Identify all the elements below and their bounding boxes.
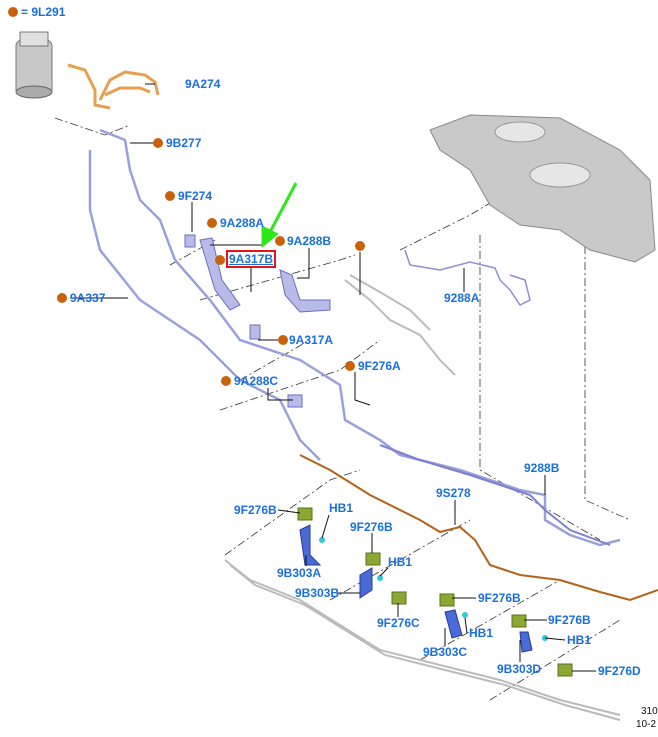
label-9F276A[interactable]: 9F276A bbox=[358, 359, 401, 373]
label-9288A[interactable]: 9288A bbox=[444, 291, 480, 305]
pipe-9A274 bbox=[67, 63, 160, 110]
label-9A317A[interactable]: 9A317A bbox=[289, 333, 334, 347]
brackets bbox=[184, 234, 331, 408]
label-9A288C[interactable]: 9A288C bbox=[234, 374, 279, 388]
label-9B277[interactable]: 9B277 bbox=[166, 136, 202, 150]
label-9A317B-highlighted[interactable]: 9A317B bbox=[225, 250, 277, 268]
legend-marker bbox=[8, 7, 18, 17]
label-9F274[interactable]: 9F274 bbox=[178, 189, 213, 203]
label-9B303A[interactable]: 9B303A bbox=[277, 566, 322, 580]
label-HB1[interactable]: HB1 bbox=[567, 633, 592, 647]
label-HB1[interactable]: HB1 bbox=[469, 626, 494, 640]
marker-9F274 bbox=[165, 191, 175, 201]
label-9F276B[interactable]: 9F276B bbox=[478, 591, 521, 605]
label-9B303B[interactable]: 9B303B bbox=[295, 586, 340, 600]
marker-9A317B bbox=[215, 255, 225, 265]
label-9F276C[interactable]: 9F276C bbox=[377, 616, 420, 630]
pipe-9S278 bbox=[299, 454, 658, 602]
clips bbox=[297, 507, 573, 677]
label-HB1[interactable]: HB1 bbox=[329, 501, 354, 515]
label-9A288B[interactable]: 9A288B bbox=[287, 234, 332, 248]
label-9A288A[interactable]: 9A288A bbox=[220, 216, 265, 230]
marker-9B277 bbox=[153, 138, 163, 148]
fuel-tank-drawing bbox=[429, 114, 656, 263]
highlight-arrow bbox=[261, 182, 298, 249]
marker-9A288B bbox=[275, 236, 285, 246]
pipe-9288A bbox=[404, 249, 531, 306]
pipe-9288B bbox=[379, 444, 611, 546]
corner-code-line2: 10-2 bbox=[636, 719, 657, 730]
label-9F276B[interactable]: 9F276B bbox=[548, 613, 591, 627]
label-9A274[interactable]: 9A274 bbox=[185, 77, 221, 91]
label-9B303D[interactable]: 9B303D bbox=[497, 662, 542, 676]
marker-9A317A bbox=[278, 335, 288, 345]
fuel-filter-drawing bbox=[15, 31, 53, 99]
gray-lines bbox=[224, 274, 621, 721]
marker-9A288A bbox=[207, 218, 217, 228]
corner-code-line1: 310 bbox=[641, 706, 658, 717]
label-9F276B[interactable]: 9F276B bbox=[350, 520, 393, 534]
label-9288B[interactable]: 9288B bbox=[524, 461, 560, 475]
label-HB1[interactable]: HB1 bbox=[388, 555, 413, 569]
marker-9A337 bbox=[57, 293, 67, 303]
label-9S278[interactable]: 9S278 bbox=[436, 486, 471, 500]
legend-text: = 9L291 bbox=[21, 5, 66, 19]
marker-9A288C bbox=[221, 376, 231, 386]
label-9F276D[interactable]: 9F276D bbox=[598, 664, 641, 678]
marker-9F276A bbox=[345, 361, 355, 371]
label-9A337[interactable]: 9A337 bbox=[70, 291, 106, 305]
pipe-9A337 bbox=[88, 128, 621, 547]
marker-unlabeled bbox=[355, 241, 365, 251]
label-9F276B[interactable]: 9F276B bbox=[234, 503, 277, 517]
label-9B303C[interactable]: 9B303C bbox=[423, 645, 468, 659]
